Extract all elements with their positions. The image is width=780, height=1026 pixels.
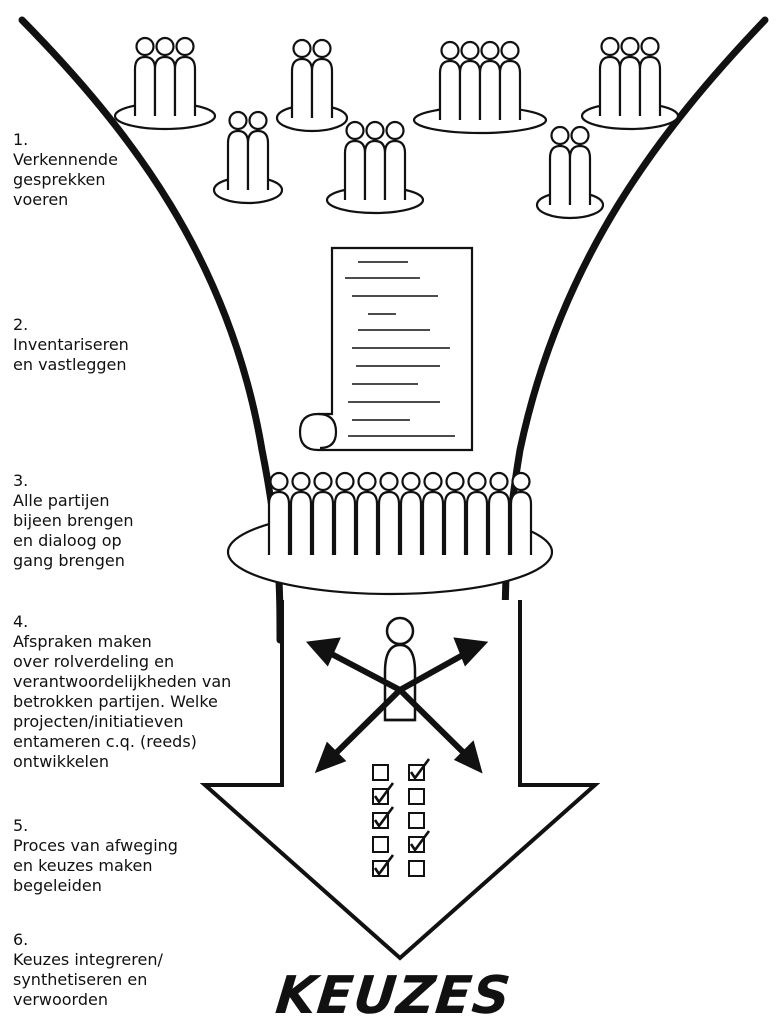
- step-6-number: 6.: [13, 930, 29, 949]
- step-1: 1. Verkennende gesprekken voeren: [13, 130, 118, 210]
- step-1-number: 1.: [13, 130, 29, 149]
- people-group-icon: [325, 120, 425, 215]
- step-5-number: 5.: [13, 816, 29, 835]
- step-2-text: Inventariseren en vastleggen: [13, 335, 129, 374]
- step-2-number: 2.: [13, 315, 29, 334]
- step-6-text: Keuzes integreren/ synthetiseren en verw…: [13, 950, 163, 1009]
- step-3: 3. Alle partijen bijeen brengen en dialo…: [13, 471, 133, 571]
- step-4-text: Afspraken maken over rolverdeling en ver…: [13, 632, 232, 771]
- people-groups: [113, 36, 680, 220]
- step-1-text: Verkennende gesprekken voeren: [13, 150, 118, 209]
- step-3-text: Alle partijen bijeen brengen en dialoog …: [13, 491, 134, 570]
- step-4: 4. Afspraken maken over rolverdeling en …: [13, 612, 231, 772]
- crowd-on-ellipse: [226, 471, 554, 596]
- checkbox-grid-icon: [372, 758, 431, 877]
- people-group-icon: [535, 125, 605, 220]
- document-scroll-icon: [298, 246, 474, 452]
- step-2: 2. Inventariseren en vastleggen: [13, 315, 129, 375]
- result-label: KEUZES: [272, 966, 514, 1026]
- person-directions-icon: [383, 616, 417, 722]
- step-4-number: 4.: [13, 612, 29, 631]
- step-5: 5. Proces van afweging en keuzes maken b…: [13, 816, 178, 896]
- step-3-number: 3.: [13, 471, 29, 490]
- people-group-icon: [212, 110, 284, 205]
- people-group-icon: [580, 36, 680, 131]
- step-5-text: Proces van afweging en keuzes maken bege…: [13, 836, 178, 895]
- people-group-icon: [412, 40, 548, 135]
- people-group-icon: [275, 38, 349, 133]
- people-group-icon: [113, 36, 217, 131]
- step-6: 6. Keuzes integreren/ synthetiseren en v…: [13, 930, 163, 1010]
- arrow-down-icon: [199, 600, 601, 961]
